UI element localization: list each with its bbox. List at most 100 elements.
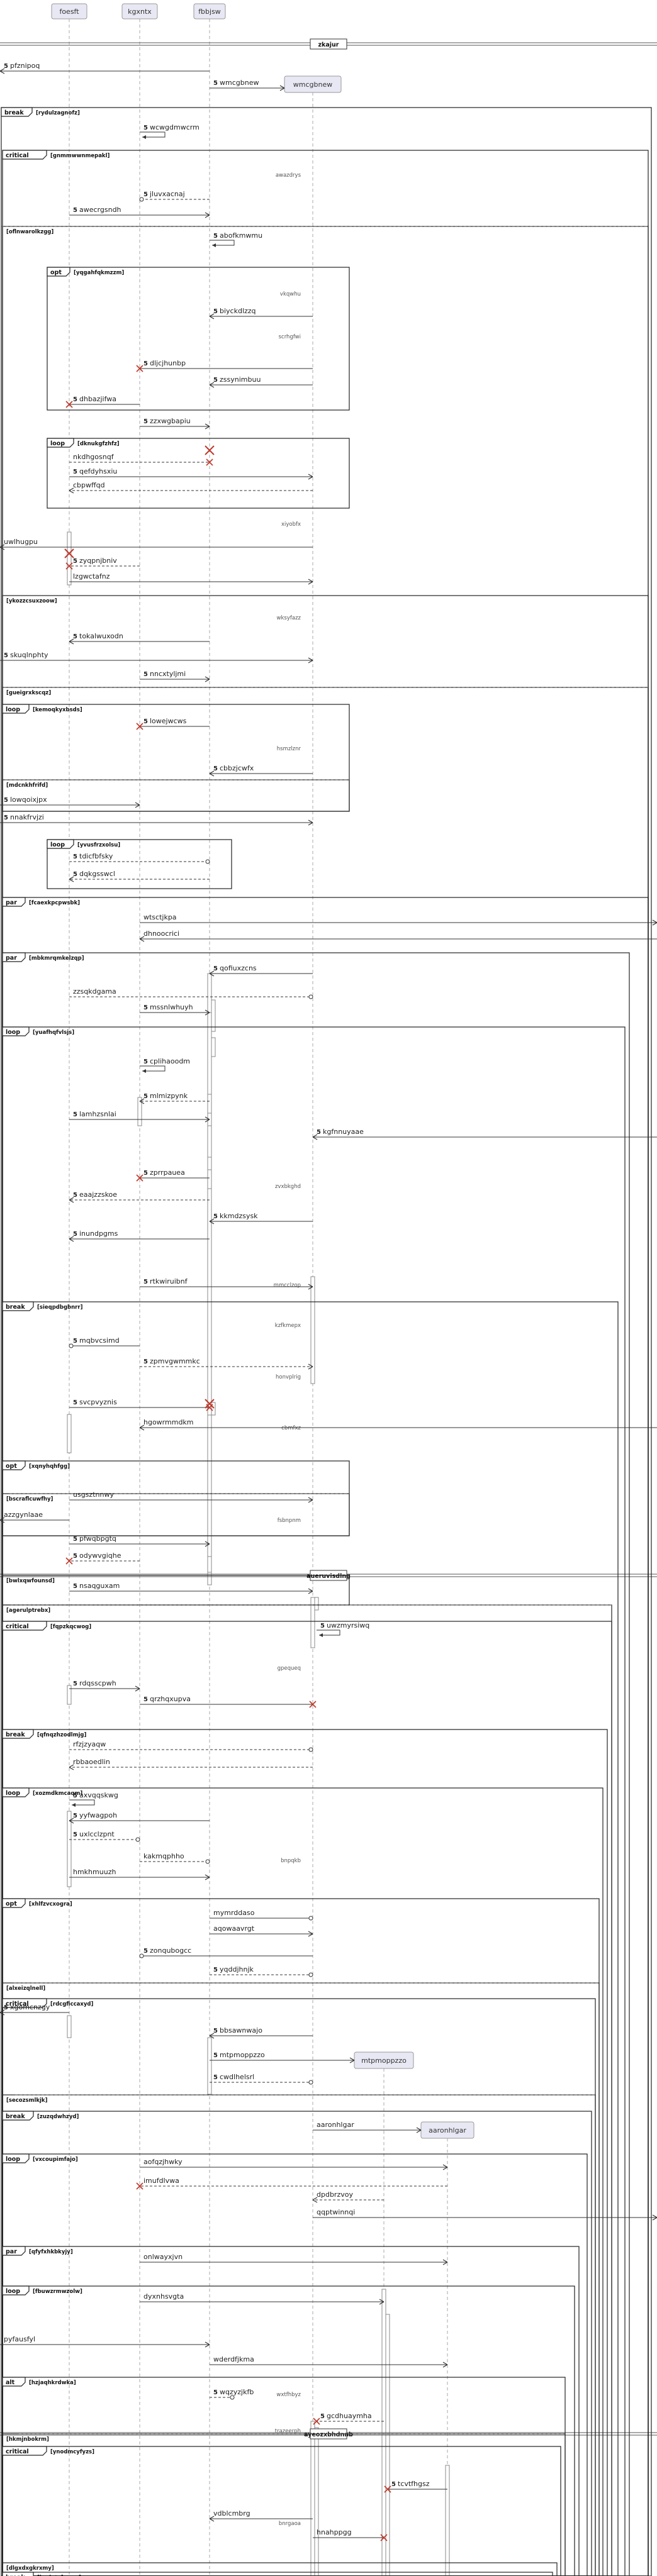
message-number: 5 <box>143 191 148 198</box>
arrow-head <box>209 970 215 977</box>
message-number: 5 <box>73 1231 77 1238</box>
activation-bar <box>314 2427 319 2576</box>
message-number: 5 <box>73 1536 77 1543</box>
fragment-keyword: critical <box>6 1623 29 1630</box>
message <box>69 1837 140 1842</box>
arrow-head <box>0 68 5 74</box>
fragment-tab <box>2 897 26 907</box>
message <box>140 2164 448 2170</box>
message <box>69 1497 313 1503</box>
destroy-mark <box>65 562 73 570</box>
message <box>69 1541 210 1547</box>
fragment-keyword: loop <box>6 1790 20 1797</box>
message-number: 5 <box>213 1213 218 1220</box>
message-label: tdicfbfsky <box>79 852 113 860</box>
message <box>69 1343 140 1348</box>
fragment-tab <box>2 2285 30 2296</box>
message-label: aaronhlgar <box>317 2121 354 2129</box>
message-line <box>210 240 235 246</box>
participant-label-aaronhlgar: aaronhlgar <box>429 2126 466 2135</box>
activation-bar <box>211 999 216 1032</box>
message-number: 5 <box>213 2028 218 2035</box>
arrow-head <box>72 1803 76 1807</box>
message-label: hgowrmmdkm <box>143 1418 194 1426</box>
fragment-tab <box>2 1460 26 1470</box>
message-label: dhnoocrici <box>143 930 179 938</box>
arrow-head <box>135 802 140 808</box>
fragment-guard: [kemoqkyxbsds] <box>33 707 82 713</box>
destroy-mark <box>136 1174 143 1182</box>
fragment-keyword: critical <box>6 152 29 159</box>
fragment-frame <box>2 1604 612 2576</box>
message-number: 5 <box>73 1192 77 1199</box>
message <box>140 1363 313 1370</box>
message-number: 5 <box>143 1058 148 1065</box>
message <box>210 1972 313 1977</box>
message <box>69 1236 210 1242</box>
message-label: vdblcmbrg <box>213 2509 250 2518</box>
destroy-mark <box>205 1399 215 1409</box>
message <box>136 2182 447 2190</box>
message-label: mymrddaso <box>213 1909 255 1917</box>
note-label: wxtfhbyz <box>276 2392 301 2398</box>
arrow-head <box>442 2362 448 2368</box>
fragment-guard: [fcaexkpcpwsbk] <box>29 900 80 906</box>
message-label: biyckdlzzq <box>220 307 256 315</box>
activation-bar <box>211 1037 216 1057</box>
message-number: 5 <box>143 1004 148 1011</box>
fragment-guard: [rydulzagnofz] <box>36 110 80 116</box>
fragment-keyword: loop <box>6 2288 20 2295</box>
activation-bar <box>67 531 72 586</box>
message-number: 5 <box>213 2389 218 2396</box>
arrow-head <box>69 487 74 494</box>
activation-bar <box>207 1125 212 1158</box>
destroy-mark <box>136 365 143 372</box>
fragment-frame <box>2 2111 592 2576</box>
message <box>0 2009 69 2016</box>
arrow-head <box>308 1284 313 1290</box>
note-label: honvplrig <box>276 1374 301 1380</box>
message-number: 5 <box>4 2004 8 2011</box>
message-label: qefdyhsxiu <box>79 467 117 475</box>
fragment-frame <box>2 1493 350 1536</box>
arrow-head <box>0 2009 5 2016</box>
note-label: bnrgaoa <box>279 2521 301 2527</box>
activation-bar <box>385 2314 390 2576</box>
message-label: abofkmwmu <box>220 231 262 240</box>
arrow-head <box>69 1197 74 1203</box>
message-number: 5 <box>73 1680 77 1687</box>
message-number: 5 <box>213 308 218 315</box>
message <box>384 2485 447 2493</box>
message-label: tcvtfhgsz <box>398 2480 430 2488</box>
message-number: 5 <box>73 1111 77 1118</box>
activation-bar <box>207 1094 212 1114</box>
fragment-guard: [gueigrxkscqz] <box>6 690 51 696</box>
fragment-keyword: opt <box>50 269 62 276</box>
arrow-head <box>308 1931 313 1937</box>
note-label: trazeerph <box>275 2428 301 2434</box>
message-label: pfznipoq <box>10 62 40 70</box>
activation-bar <box>207 1414 212 1560</box>
fragment-guard: [mdcnkhfrifd] <box>6 782 48 789</box>
message <box>317 1629 340 1637</box>
message-label: kkmdzsysk <box>220 1212 258 1220</box>
fragment-frame <box>2 2446 561 2576</box>
message <box>69 1747 313 1752</box>
message <box>139 197 210 202</box>
message <box>139 936 657 942</box>
message <box>140 919 657 926</box>
arrow-head <box>209 2033 215 2039</box>
fragment-frame <box>2 897 649 2576</box>
message-label: rfzjzyaqw <box>73 1740 106 1748</box>
fragment-guard: [hgdgtzfacmy] <box>37 2575 81 2576</box>
message-label: aqowaavrgt <box>213 1924 255 1933</box>
message-label: qqptwinnqi <box>317 2208 355 2216</box>
arrow-head <box>308 1363 313 1370</box>
message-line <box>69 1799 95 1806</box>
message <box>69 1818 210 1824</box>
fragment-guard: [ynodmcyfyzs] <box>50 2449 94 2455</box>
message <box>0 1517 69 1523</box>
message-label: gcdhuaymha <box>327 2412 372 2420</box>
arrow-head <box>349 2057 355 2063</box>
note-label: mmcclzop <box>274 1282 301 1289</box>
